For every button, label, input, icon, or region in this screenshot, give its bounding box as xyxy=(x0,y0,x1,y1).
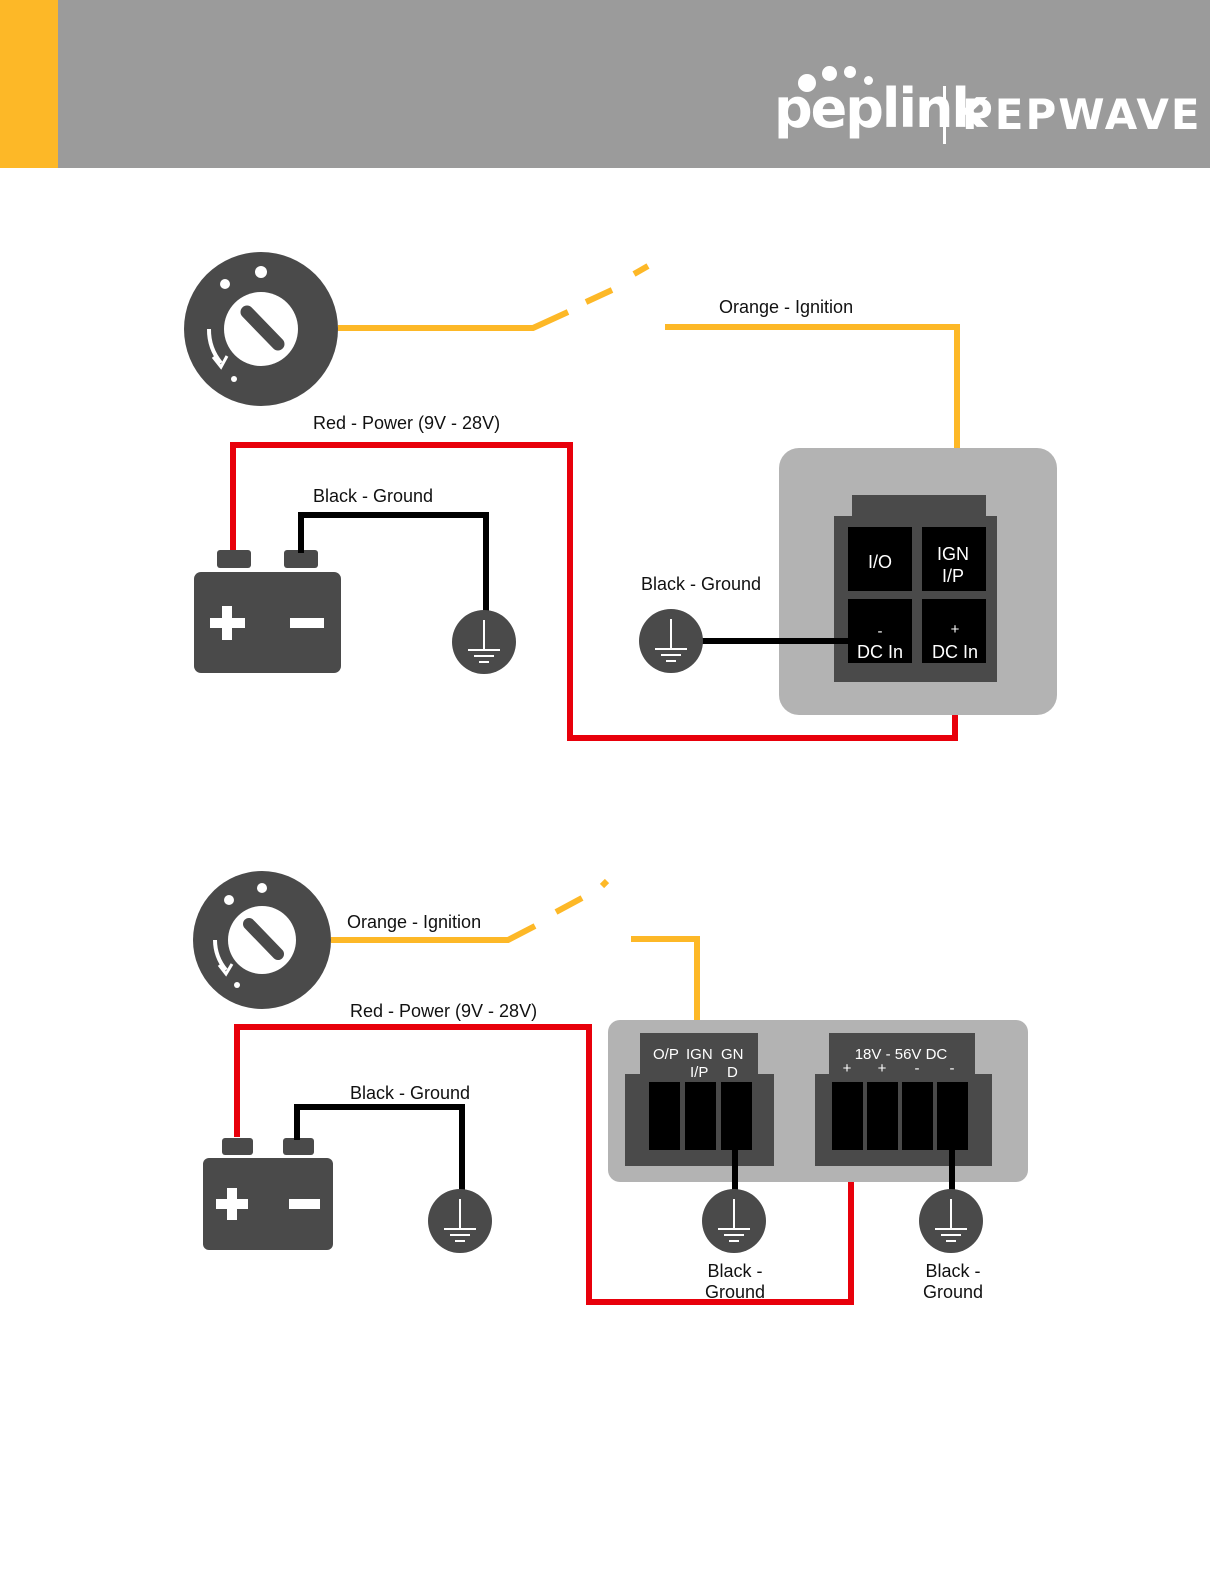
ground-label-b-line1: Black - xyxy=(925,1261,980,1281)
ground-icon xyxy=(919,1189,983,1253)
ground-icon xyxy=(452,610,516,674)
dc-range-label: 18V - 56V DC xyxy=(855,1046,948,1063)
terminal-dc-minus-sign: - xyxy=(878,623,883,640)
terminal-ign: IGN xyxy=(937,544,969,564)
ground-label-a-line2: Ground xyxy=(705,1282,765,1302)
ignition-wire xyxy=(338,312,568,328)
terminal-ign: IGN xyxy=(686,1046,713,1063)
device-ground-label: Black - Ground xyxy=(641,574,761,594)
terminal-ign-ip: I/P xyxy=(690,1064,708,1081)
power-label: Red - Power (9V - 28V) xyxy=(313,413,500,433)
battery-ground-label: Black - Ground xyxy=(313,486,433,506)
terminal-io: I/O xyxy=(868,552,892,572)
terminal-sign-4: - xyxy=(950,1060,955,1077)
ground-label-a-line1: Black - xyxy=(707,1261,762,1281)
ignition-switch-icon xyxy=(184,252,338,406)
battery-icon xyxy=(203,1138,333,1250)
battery-icon xyxy=(194,550,341,673)
battery-ground-label: Black - Ground xyxy=(350,1083,470,1103)
terminal-gnd: GN xyxy=(721,1046,744,1063)
ground-icon xyxy=(428,1189,492,1253)
terminal-dc-plus-sign: + xyxy=(951,621,960,638)
terminal-dc-plus: DC In xyxy=(932,642,978,662)
terminal-sign-1: + xyxy=(843,1060,852,1077)
terminal-sign-3: - xyxy=(915,1060,920,1077)
power-label: Red - Power (9V - 28V) xyxy=(350,1001,537,1021)
ignition-label: Orange - Ignition xyxy=(347,912,481,932)
router-terminal-device xyxy=(608,1020,1028,1182)
diagram-1: Orange - Ignition Red - Power (9V - 28V)… xyxy=(184,252,1057,738)
terminal-ign-ip: I/P xyxy=(942,566,964,586)
terminal-op: O/P xyxy=(653,1046,679,1063)
ignition-switch-icon xyxy=(193,871,331,1009)
ground-icon xyxy=(639,609,703,673)
ground-icon xyxy=(702,1189,766,1253)
terminal-sign-2: + xyxy=(878,1060,887,1077)
diagram-2: Orange - Ignition Red - Power (9V - 28V)… xyxy=(193,871,1028,1302)
terminal-dc-minus: DC In xyxy=(857,642,903,662)
ignition-label: Orange - Ignition xyxy=(719,297,853,317)
terminal-gnd-d: D xyxy=(727,1064,738,1081)
ground-label-b-line2: Ground xyxy=(923,1282,983,1302)
router-connector-device xyxy=(779,448,1057,715)
